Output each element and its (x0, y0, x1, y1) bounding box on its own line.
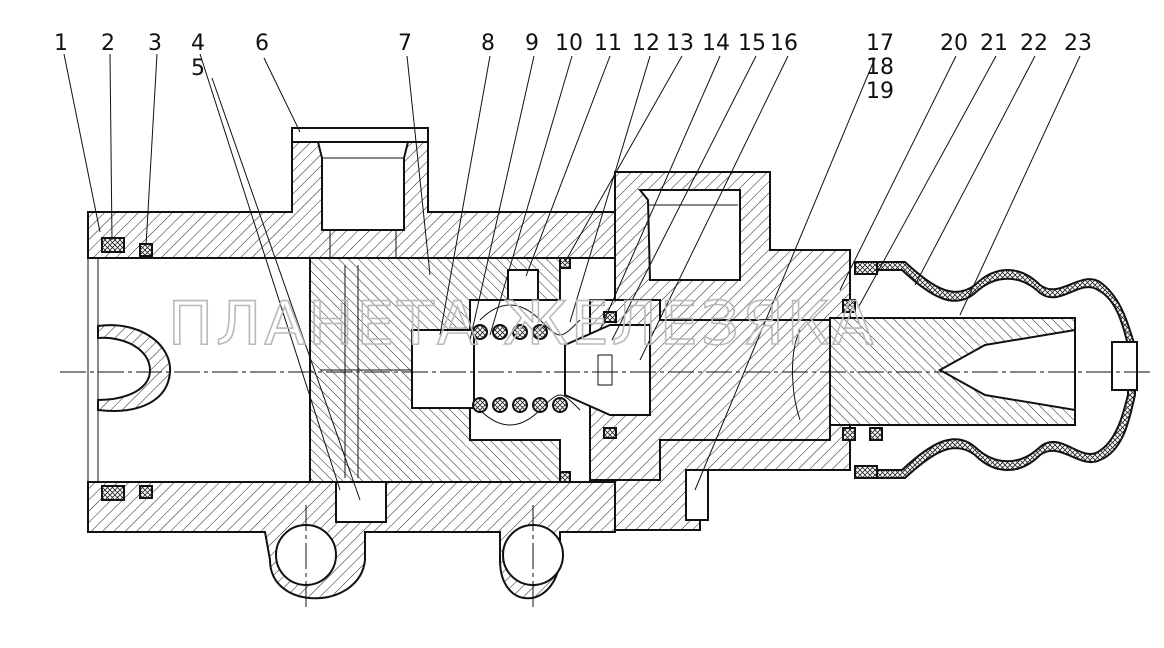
callout-11: 11 (594, 31, 622, 56)
callout-20: 20 (940, 31, 968, 56)
callout-18: 18 (866, 55, 894, 80)
callout-8: 8 (481, 31, 495, 56)
callout-numbers: 1 2 3 4 5 6 7 8 9 10 11 12 13 14 15 16 1… (54, 31, 1092, 104)
callout-22: 22 (1020, 31, 1048, 56)
callout-19: 19 (866, 79, 894, 104)
callout-12: 12 (632, 31, 660, 56)
callout-23: 23 (1064, 31, 1092, 56)
callout-4: 4 (191, 31, 205, 56)
callout-5: 5 (191, 56, 205, 81)
callout-13: 13 (666, 31, 694, 56)
callout-2: 2 (101, 31, 115, 56)
callout-15: 15 (738, 31, 766, 56)
callout-14: 14 (702, 31, 730, 56)
primary-piston (309, 257, 561, 483)
dust-boot (859, 261, 1138, 479)
leader-lines (63, 53, 1081, 501)
callout-6: 6 (255, 31, 269, 56)
callout-21: 21 (980, 31, 1008, 56)
inlet-cup (97, 324, 172, 412)
bleed-screws (335, 269, 709, 523)
callout-17: 17 (866, 31, 894, 56)
valve-cone (564, 324, 651, 416)
watermark: ПЛАНЕТА ЖЕЛЕЗЯКА (168, 289, 876, 359)
callout-10: 10 (555, 31, 583, 56)
callout-1: 1 (54, 31, 68, 56)
return-spring (472, 304, 581, 426)
callout-16: 16 (770, 31, 798, 56)
seals (101, 237, 883, 501)
callout-9: 9 (525, 31, 539, 56)
callout-3: 3 (148, 31, 162, 56)
inlet-port-fitting (291, 127, 429, 258)
callout-7: 7 (398, 31, 412, 56)
